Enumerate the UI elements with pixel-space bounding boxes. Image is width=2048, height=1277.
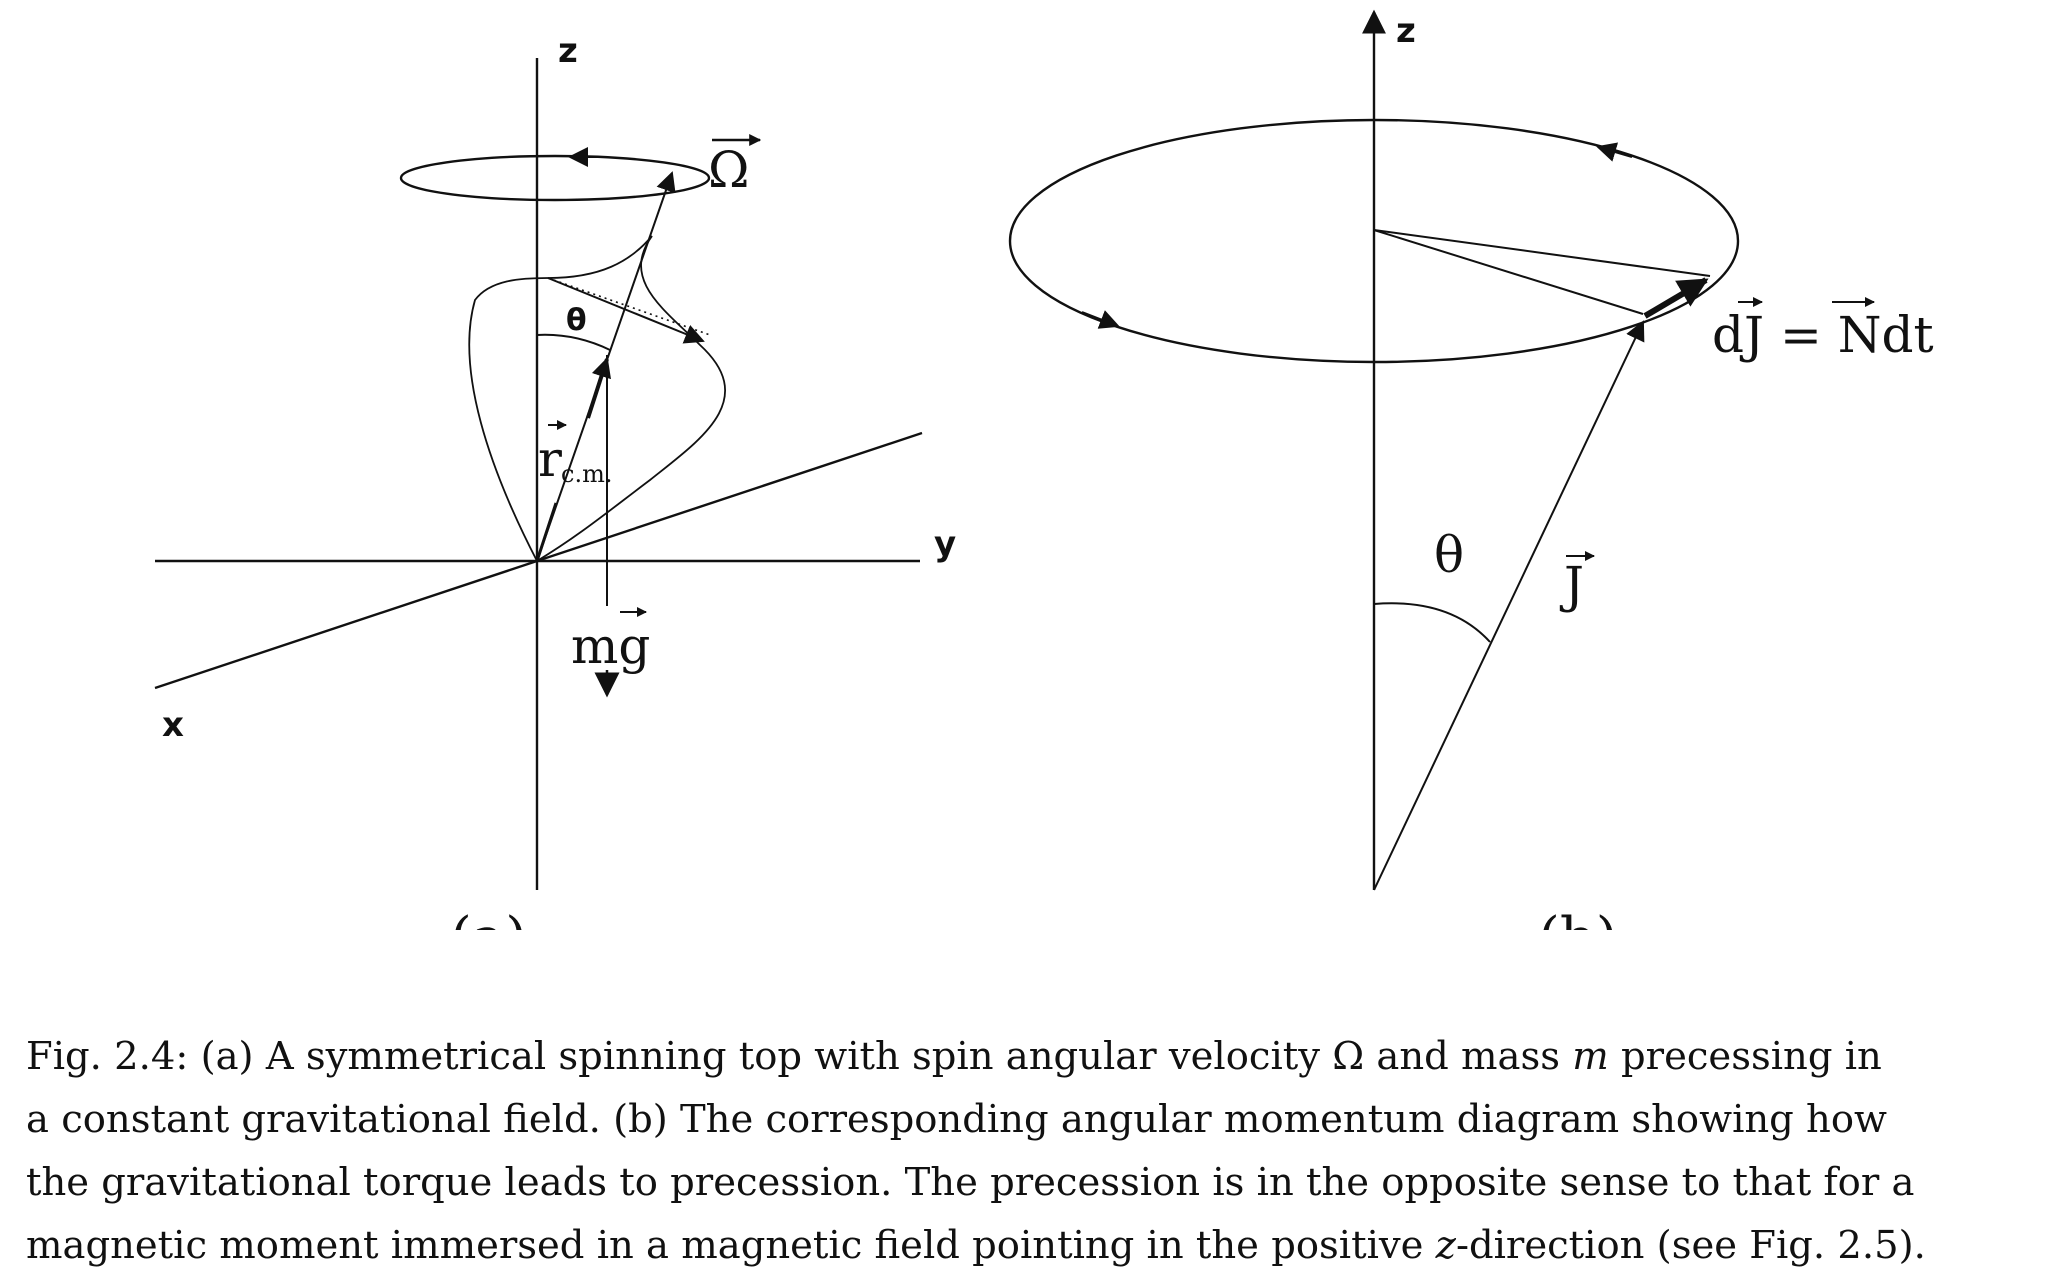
caption-line-1: Fig. 2.4: (a) A symmetrical spinning top… — [26, 1025, 2026, 1088]
precession-ellipse-b — [1008, 118, 1740, 364]
caption-text: Fig. 2.4: (a) A symmetrical spinning top… — [26, 1034, 1333, 1079]
caption-line-4: magnetic moment immersed in a magnetic f… — [26, 1214, 2026, 1277]
caption-line-3: the gravitational torque leads to preces… — [26, 1160, 1915, 1205]
caption-text: magnetic moment immersed in a magnetic f… — [26, 1223, 1436, 1268]
caption-m: m — [1572, 1034, 1609, 1079]
theta-label-b: θ — [1434, 526, 1464, 584]
figure-2-4: z y x Ω θ r c.m. mg (a) z θ J dJ = Ndt (… — [154, 9, 1934, 930]
theta-label-a: θ — [566, 303, 587, 338]
J-vector — [1373, 320, 1645, 891]
panel-a — [154, 58, 923, 890]
ellipse-arrow-b-top — [1596, 142, 1633, 162]
top-body-outline — [468, 235, 726, 562]
dJ-arrow — [1643, 277, 1709, 319]
x-label-a: x — [162, 705, 184, 745]
caption-text: and mass — [1364, 1034, 1573, 1079]
r-subscript: c.m. — [561, 460, 612, 488]
figure-caption: Fig. 2.4: (a) A symmetrical spinning top… — [26, 1025, 2026, 1277]
radius-1 — [1373, 229, 1644, 315]
ellipse-arrow-b-left — [1081, 310, 1120, 329]
caption-line-2: a constant gravitational field. (b) The … — [26, 1097, 1887, 1142]
omega-label: Ω — [708, 141, 749, 199]
J-label: J — [1559, 556, 1584, 614]
theta-arc-b — [1373, 602, 1491, 643]
precession-ellipse-a — [399, 154, 711, 202]
rcm-lower — [535, 502, 558, 562]
z-label-a: z — [558, 31, 578, 71]
r-label: r — [538, 430, 562, 488]
rcm-arrow — [586, 357, 612, 419]
y-label-a: y — [934, 524, 956, 564]
caption-omega: Ω — [1332, 1034, 1365, 1079]
z-label-b: z — [1396, 11, 1416, 51]
caption-z: z — [1435, 1223, 1456, 1268]
rim-dotted — [547, 277, 711, 336]
panel-b-caption-label: (b) — [1538, 906, 1618, 930]
caption-text: precessing in — [1608, 1034, 1882, 1079]
radius-2 — [1373, 229, 1711, 277]
panel-a-caption-label: (a) — [450, 906, 527, 930]
mg-label: mg — [571, 617, 650, 675]
dJ-equation: dJ = Ndt — [1712, 306, 1934, 364]
caption-text: -direction (see Fig. 2.5). — [1455, 1223, 1926, 1268]
panel-b — [1008, 9, 1875, 891]
theta-arc-a — [536, 333, 611, 351]
